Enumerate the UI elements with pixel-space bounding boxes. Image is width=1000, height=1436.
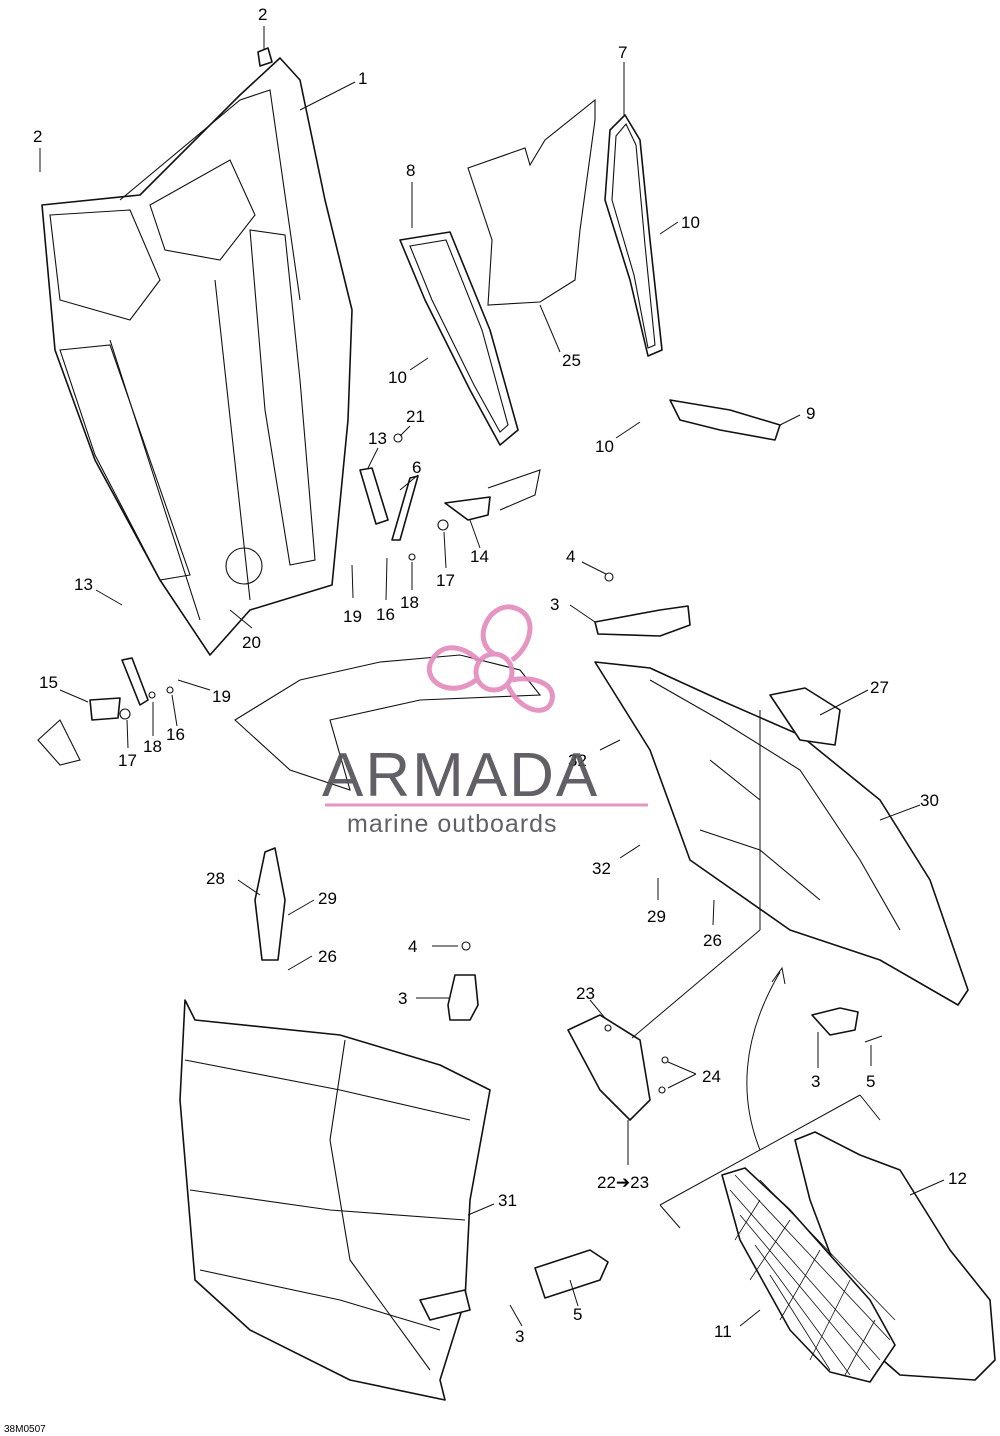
callout-22-to-23: 22➔23 (597, 1173, 649, 1192)
callout-29: 29 (318, 889, 337, 908)
callout-15: 15 (39, 673, 58, 692)
callout-3: 3 (515, 1327, 524, 1346)
callout-32: 32 (592, 859, 611, 878)
part-1-side-panel (41, 47, 353, 656)
callout-13: 13 (368, 429, 387, 448)
callout-3: 3 (550, 595, 559, 614)
leader-lines (39, 26, 945, 1327)
callout-26: 26 (703, 931, 722, 950)
part-7-vent-grille (604, 114, 663, 357)
callout-29: 29 (647, 907, 666, 926)
callout-25: 25 (562, 351, 581, 370)
callout-1: 1 (358, 69, 367, 88)
part-11-mesh (721, 1167, 896, 1383)
part-5-knob-lower (534, 1249, 609, 1299)
callout-4: 4 (408, 937, 417, 956)
callout-7: 7 (618, 43, 627, 62)
hinge-assembly-upper (359, 433, 541, 561)
callout-26: 26 (318, 947, 337, 966)
arrow-head (771, 966, 786, 985)
callout-3: 3 (398, 989, 407, 1008)
callout-5: 5 (573, 1305, 582, 1324)
part-28-bracket (254, 847, 286, 961)
part-8-vent-grille (399, 231, 519, 446)
callout-17: 17 (118, 751, 137, 770)
hinge-assembly-lower (37, 657, 174, 766)
callout-9: 9 (806, 404, 815, 423)
part-31-lower-panel (179, 999, 491, 1401)
callout-23: 23 (576, 984, 595, 1003)
part-3-knob (447, 941, 479, 1021)
callout-24: 24 (702, 1067, 721, 1086)
callout-10: 10 (595, 437, 614, 456)
callout-28: 28 (206, 869, 225, 888)
callout-19: 19 (212, 687, 231, 706)
callout-2: 2 (33, 127, 42, 146)
callout-8: 8 (406, 161, 415, 180)
callout-16: 16 (376, 605, 395, 624)
propeller-logo (426, 604, 555, 713)
callout-14: 14 (470, 547, 489, 566)
callout-11: 11 (714, 1322, 732, 1341)
callout-12: 12 (948, 1169, 967, 1188)
watermark-brand: ARMADA (322, 741, 599, 810)
callout-16: 16 (166, 725, 185, 744)
part-3-knob-right (811, 1007, 883, 1043)
callout-20: 20 (242, 633, 261, 652)
callout-10: 10 (681, 213, 700, 232)
callout-19: 19 (343, 607, 362, 626)
callout-18: 18 (143, 737, 162, 756)
part-9-vent (669, 399, 781, 441)
arrow-curve (746, 971, 781, 1151)
callout-5: 5 (866, 1072, 875, 1091)
callout-13: 13 (74, 575, 93, 594)
callout-6: 6 (412, 458, 421, 477)
callout-18: 18 (400, 593, 419, 612)
part-22-bracket (567, 1014, 669, 1121)
center-panel-ghost (234, 654, 542, 791)
callout-31: 31 (498, 1191, 517, 1210)
callout-17: 17 (436, 571, 455, 590)
part-30-front-panel (594, 661, 969, 1006)
callout-labels: 2 1 2 7 8 10 10 25 9 10 21 13 6 14 17 19… (33, 5, 967, 1346)
callout-2: 2 (258, 5, 267, 24)
part-3-bracket-upper (594, 572, 691, 637)
callout-21: 21 (406, 407, 425, 426)
callout-27: 27 (870, 678, 889, 697)
part-25-decal (467, 98, 596, 306)
callout-4: 4 (566, 547, 575, 566)
callout-3: 3 (811, 1072, 820, 1091)
watermark-tagline: marine outboards (347, 810, 558, 838)
watermark: ARMADA marine outboards (322, 604, 648, 838)
callout-30: 30 (920, 791, 939, 810)
callout-32: 32 (568, 751, 587, 770)
drawing-code: 38M0507 (4, 1424, 46, 1435)
callout-10: 10 (388, 368, 407, 387)
